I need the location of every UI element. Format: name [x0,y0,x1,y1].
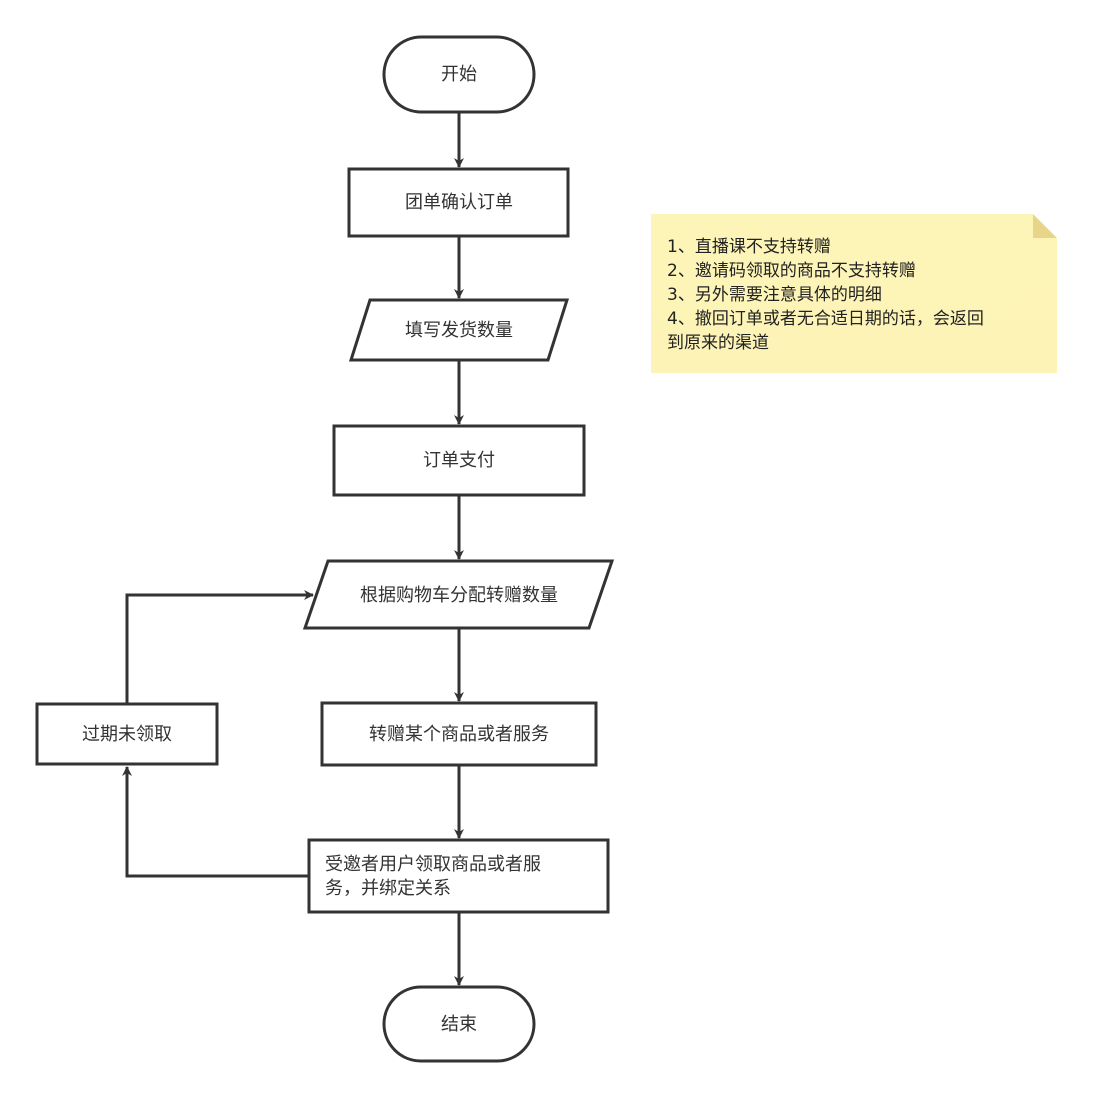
confirm-order-process-shape [347,167,570,238]
expired-process-shape [35,702,219,766]
confirm-order-label: 团单确认订单 [405,192,513,213]
expired-node: 过期未领取 [35,702,219,766]
end-label: 结束 [441,1014,477,1035]
receive-node: 受邀者用户领取商品或者服 务，并绑定关系 [307,838,610,914]
fill-quantity-label: 填写发货数量 [405,320,513,341]
arrow-expired-to-allocate [125,590,314,703]
note-line-1: 1、直播课不支持转赠 [667,237,831,257]
start-node: 开始 [382,35,536,114]
note-line-5: 到原来的渠道 [667,333,769,353]
sticky-note: 1、直播课不支持转赠 2、邀请码领取的商品不支持转赠 3、另外需要注意具体的明细… [651,214,1057,373]
start-terminal-shape [382,35,536,114]
receive-label-line1: 受邀者用户领取商品或者服 [325,854,541,875]
allocate-quantity-node: 根据购物车分配转赠数量 [302,559,615,630]
fill-quantity-node: 填写发货数量 [348,298,570,362]
arrow-receive-to-expired [122,766,309,878]
gift-item-node: 转赠某个商品或者服务 [320,701,598,767]
pay-order-label: 订单支付 [423,450,495,471]
gift-item-label: 转赠某个商品或者服务 [369,724,549,745]
connectors [122,112,464,986]
fill-quantity-io-shape [348,298,570,362]
allocate-quantity-io-shape [302,559,615,630]
pay-order-process-shape [332,424,586,497]
start-label: 开始 [441,64,477,85]
pay-order-node: 订单支付 [332,424,586,497]
note-line-2: 2、邀请码领取的商品不支持转赠 [667,261,916,281]
expired-label: 过期未领取 [82,724,172,745]
receive-process-shape [307,838,610,914]
note-text: 1、直播课不支持转赠 2、邀请码领取的商品不支持转赠 3、另外需要注意具体的明细… [667,235,1039,355]
note-line-3: 3、另外需要注意具体的明细 [667,285,882,305]
note-line-4: 4、撤回订单或者无合适日期的话，会返回 [667,309,984,329]
confirm-order-node: 团单确认订单 [347,167,570,238]
end-terminal-shape [382,985,536,1063]
gift-item-process-shape [320,701,598,767]
end-node: 结束 [382,985,536,1063]
allocate-quantity-label: 根据购物车分配转赠数量 [360,585,558,606]
receive-label-line2: 务，并绑定关系 [325,878,451,899]
